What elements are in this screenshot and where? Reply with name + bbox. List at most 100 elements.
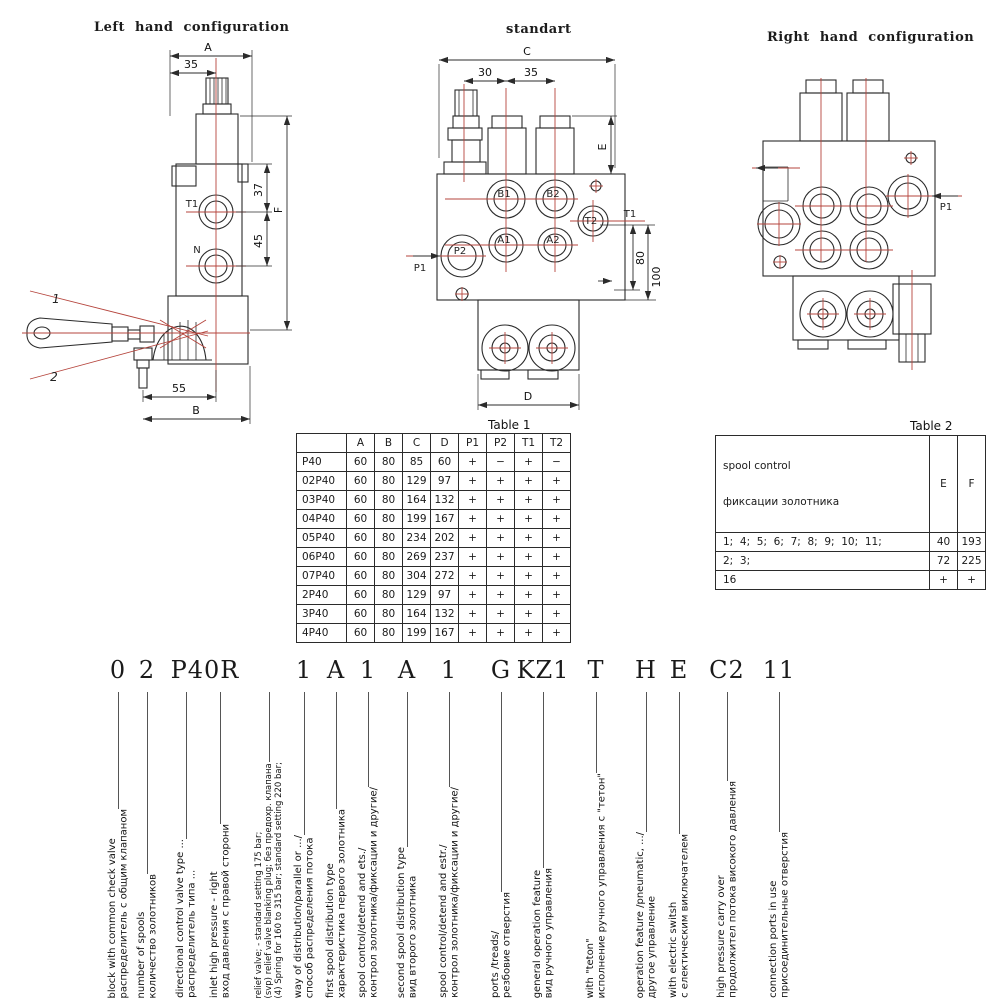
connector-line [303, 692, 305, 835]
dim-label-55: 55 [172, 382, 186, 395]
ordering-code-token: G [490, 656, 512, 684]
ordering-code-token: P40R [170, 656, 240, 684]
value-cell: + [486, 490, 515, 510]
dim-label-45: 45 [252, 234, 265, 248]
table2-header-f: F [957, 435, 986, 533]
left-configuration-drawing: A 35 37 45 F 55 B T1 N 1 2 [22, 41, 292, 424]
dim-label-c: C [523, 45, 531, 58]
ordering-item: operation feature /pneumatic, .../другое… [616, 692, 676, 998]
dim-label-b: B [192, 404, 200, 417]
table1-header-row: A B C D P1 P2 T1 T2 [296, 433, 571, 453]
standart-drawing: C 30 35 E 80 100 D B1 B2 T2 T1 A1 A2 P2 … [406, 45, 663, 410]
ordering-code-token: H [635, 656, 657, 684]
standart-drawing-title: standart [506, 22, 572, 37]
model-cell: 4P40 [296, 623, 347, 643]
value-cell: 60 [346, 471, 375, 491]
value-cell: 80 [374, 528, 403, 548]
right-configuration-drawing: P1 [752, 78, 962, 370]
value-cell: + [542, 566, 571, 586]
ordering-code-token: 1 [440, 656, 458, 684]
value-cell: 60 [346, 490, 375, 510]
label-line: inlet high pressure - right [208, 871, 220, 998]
port-label-a1: A1 [497, 235, 510, 246]
standart-dimensions: C 30 35 E 80 100 D [413, 45, 663, 410]
table1-header-cell [296, 433, 347, 453]
connector-line [367, 692, 369, 788]
lever-position-2-line [29, 330, 209, 380]
label-line: high pressure carry over [715, 875, 727, 998]
label-line: вид второго золотника [407, 875, 418, 998]
ordering-item: with "teton"исполнение ручного управлени… [566, 692, 626, 998]
label-line: продолжител потока високого давления [727, 781, 738, 998]
dim-label-80: 80 [634, 251, 647, 265]
connector-line [335, 692, 337, 809]
value-cell: + [458, 547, 487, 567]
value-cell: + [486, 585, 515, 605]
value-cell: + [458, 490, 487, 510]
value-cell: + [514, 623, 543, 643]
value-cell: + [514, 509, 543, 529]
label-line: контрол золотника/фиксации и другие/ [449, 787, 460, 998]
value-cell: 132 [430, 490, 459, 510]
value-cell: − [542, 452, 571, 472]
value-cell: + [514, 528, 543, 548]
label-line: connection ports in use [767, 880, 779, 998]
spool-list-cell: 2; 3; [715, 551, 930, 571]
model-cell: 05P40 [296, 528, 347, 548]
right-drawing-title: Right hand configuration [767, 30, 975, 45]
value-cell: 164 [402, 604, 431, 624]
value-cell: + [542, 585, 571, 605]
value-cell: + [514, 490, 543, 510]
value-cell: 199 [402, 509, 431, 529]
ordering-code-token: 1 [359, 656, 377, 684]
value-cell: 269 [402, 547, 431, 567]
value-cell: + [542, 471, 571, 491]
label-line: relief valve; - standard setting 175 bar… [254, 831, 264, 998]
left-drawing-title: Left hand configuration [94, 20, 290, 35]
lever-position-1-label: 1 [52, 292, 60, 306]
label-line: исполнение ручного управления с "тетон" [596, 772, 607, 998]
label-line: вход давления с правой сторони [220, 823, 231, 998]
ordering-code-token: C2 [709, 656, 745, 684]
table1-header-cell: P2 [486, 433, 515, 453]
ordering-code-token: 2 [138, 656, 156, 684]
value-cell: + [486, 528, 515, 548]
table1-header-cell: B [374, 433, 403, 453]
value-cell: − [486, 452, 515, 472]
table1-header-cell: P1 [458, 433, 487, 453]
label-line: general operation feature [531, 869, 543, 998]
value-cell: 80 [374, 547, 403, 567]
lever-position-1-line [29, 290, 209, 337]
right-spool-caps [799, 79, 890, 142]
dim-label-f: F [272, 207, 285, 213]
value-cell: 60 [346, 604, 375, 624]
model-cell: 06P40 [296, 547, 347, 567]
connector-line [500, 692, 502, 892]
value-cell: + [514, 585, 543, 605]
label-line: вид ручного управления [543, 867, 554, 998]
dim-label-35: 35 [184, 58, 198, 71]
value-cell: + [542, 528, 571, 548]
value-cell: 80 [374, 604, 403, 624]
port-label-b2: B2 [546, 189, 559, 200]
table1-header-cell: C [402, 433, 431, 453]
label-line: ports /treads/ [489, 930, 501, 998]
value-cell: 60 [346, 585, 375, 605]
ordering-item-label: ports /treads/резбовие отверстия [490, 892, 513, 998]
table2-caption: Table 2 [910, 419, 953, 433]
ordering-item: ports /treads/резбовие отверстия [471, 692, 531, 998]
connector-line [406, 692, 408, 847]
left-dimensions: A 35 37 45 F 55 B [142, 41, 292, 424]
table1-header-cell: D [430, 433, 459, 453]
lever-position-2-label: 2 [50, 370, 58, 384]
value-cell: + [486, 623, 515, 643]
ordering-code-token: 1 [295, 656, 313, 684]
